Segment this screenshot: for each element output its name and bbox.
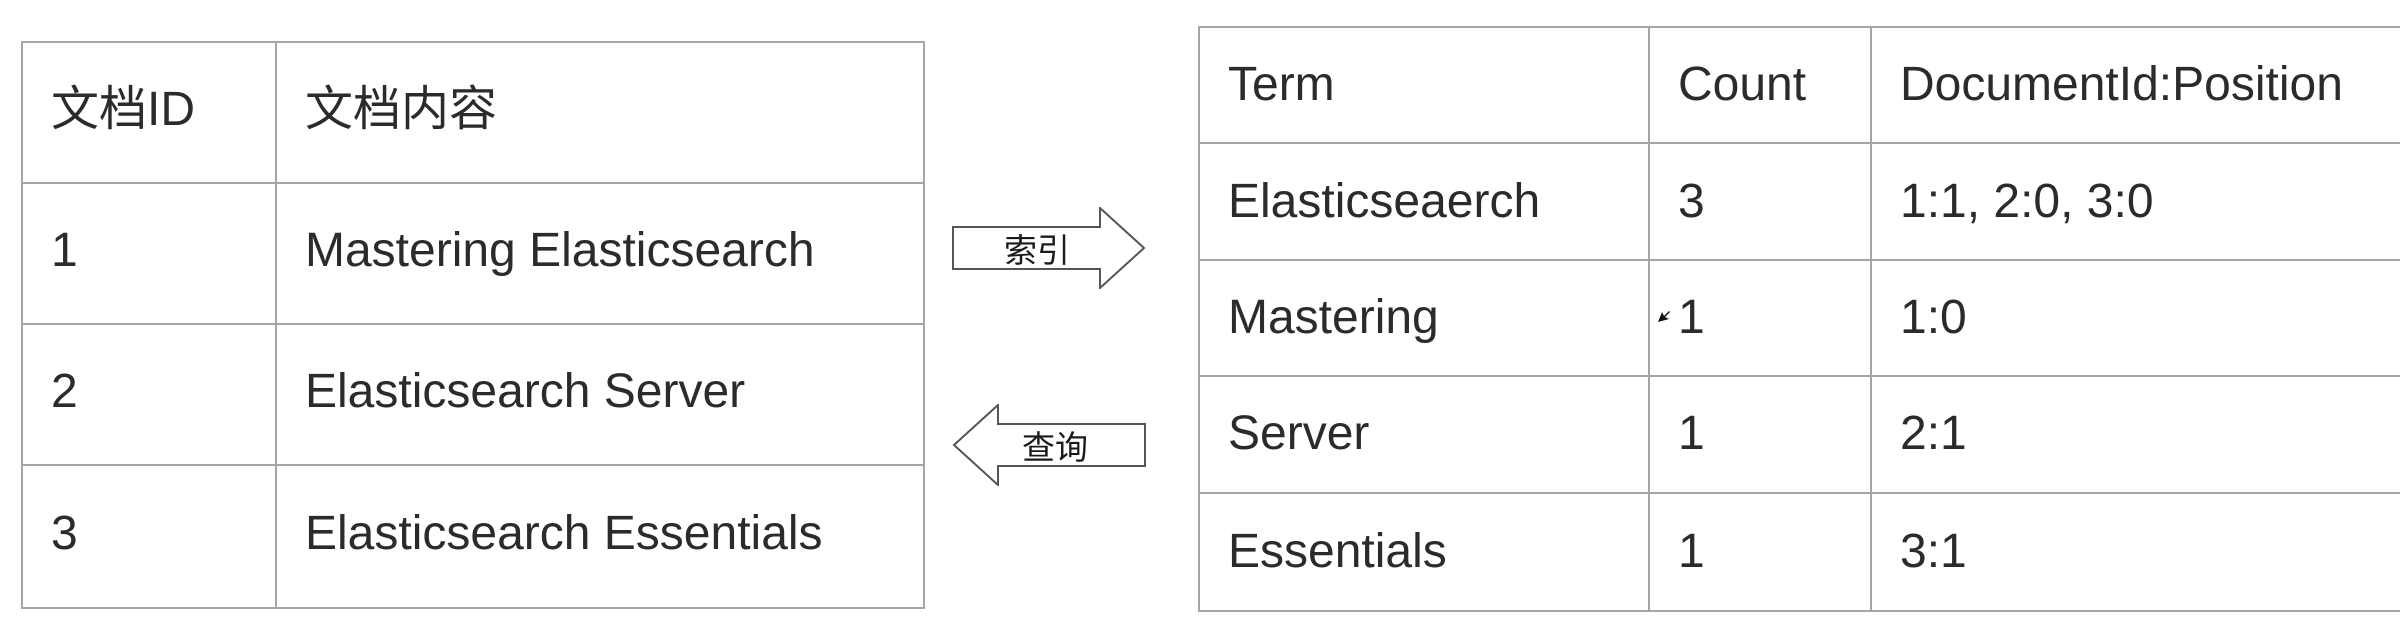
index-row-2-positions: 1:0	[1872, 261, 2400, 378]
index-row-4-positions: 3:1	[1900, 524, 1967, 578]
index-arrow-label: 索引	[1004, 231, 1070, 270]
index-row-3-count: 1	[1650, 377, 1872, 494]
index-row-4-count: 1	[1650, 493, 1872, 610]
index-arrow: 索引	[952, 207, 1146, 289]
index-row-3-term: Server	[1200, 377, 1650, 494]
index-row-2-term: Mastering	[1200, 260, 1650, 378]
index-row-1-term: Elasticseaerch	[1200, 144, 1650, 261]
index-header-positions: DocumentId:Position	[1872, 28, 2400, 145]
query-arrow: 查询	[952, 404, 1146, 486]
doc-row-3-id: 3	[23, 466, 277, 607]
doc-header-id: 文档ID	[23, 43, 277, 184]
doc-header-content: 文档内容	[277, 43, 923, 184]
index-header-count: Count	[1650, 28, 1872, 145]
doc-row-2-id: 2	[23, 325, 277, 466]
doc-row-1-content: Mastering Elasticsearch	[277, 184, 923, 325]
inverted-index-table: Term Count DocumentId:Position Elasticse…	[1198, 26, 2400, 612]
doc-row-1-id: 1	[23, 184, 277, 325]
documents-table: 文档ID 文档内容 1 Mastering Elasticsearch 2 El…	[21, 41, 925, 609]
left-arrow-icon	[952, 404, 1146, 486]
index-header-term: Term	[1200, 28, 1650, 145]
index-row-2-count-cell: 1	[1650, 260, 1872, 378]
index-row-1-count: 3	[1650, 144, 1872, 261]
index-row-3-positions: 2:1	[1872, 377, 2400, 494]
mouse-cursor-icon	[1658, 310, 1670, 322]
doc-row-2-content: Elasticsearch Server	[277, 325, 923, 466]
index-row-4-term: Essentials	[1200, 493, 1650, 610]
doc-row-3-content: Elasticsearch Essentials	[305, 506, 823, 560]
right-arrow-icon	[952, 207, 1146, 289]
index-row-2-count: 1	[1678, 290, 1705, 344]
query-arrow-label: 查询	[1022, 428, 1088, 467]
index-row-1-positions: 1:1, 2:0, 3:0	[1872, 144, 2400, 261]
